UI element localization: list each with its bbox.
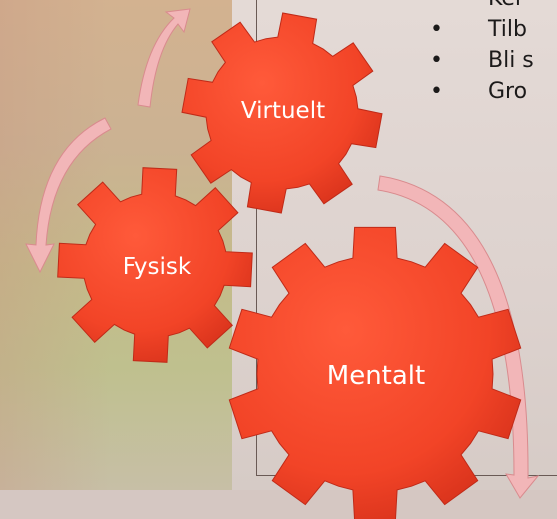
gear-label-virtuelt: Virtuelt — [241, 98, 325, 124]
gear-label-mentalt: Mentalt — [327, 361, 425, 391]
gear-label-fysisk: Fysisk — [123, 254, 192, 280]
cycle-arrow-top — [138, 9, 190, 107]
